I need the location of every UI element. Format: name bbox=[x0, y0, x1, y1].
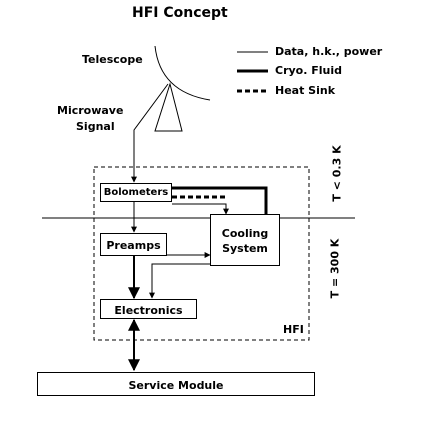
bolometers-label: Bolometers bbox=[103, 187, 169, 198]
feed-horn bbox=[154, 82, 183, 132]
legend-cryo-label: Cryo. Fluid bbox=[275, 64, 342, 77]
microwave-signal-path bbox=[131, 83, 169, 183]
telescope-mirror bbox=[154, 45, 211, 101]
service-module-box: Service Module bbox=[37, 372, 315, 396]
cooling-system-box: Cooling System bbox=[210, 214, 280, 266]
cooling-label-line2: System bbox=[222, 242, 268, 255]
legend-heat-label: Heat Sink bbox=[275, 84, 336, 97]
bolometers-box: Bolometers bbox=[100, 183, 172, 202]
temp-high-label: T = 300 K bbox=[328, 238, 342, 299]
diagram-title: HFI Concept bbox=[132, 5, 228, 21]
preamps-box: Preamps bbox=[100, 233, 167, 256]
telescope-label: Telescope bbox=[82, 53, 143, 66]
cryo-fluid-line bbox=[172, 186, 268, 214]
cooling-to-electronics bbox=[149, 263, 210, 299]
temp-low-label: T < 0.3 K bbox=[330, 145, 344, 202]
cooling-label-line1: Cooling bbox=[221, 227, 269, 240]
microwave-label-line2: Signal bbox=[76, 120, 115, 133]
electronics-label: Electronics bbox=[114, 304, 183, 317]
hfi-label: HFI bbox=[283, 323, 304, 336]
electronics-box: Electronics bbox=[100, 299, 197, 319]
microwave-label-line1: Microwave bbox=[57, 104, 124, 117]
hfi-enclosure bbox=[93, 166, 310, 341]
heat-sink-connector bbox=[172, 203, 229, 215]
service-module-label: Service Module bbox=[128, 379, 224, 392]
preamps-label: Preamps bbox=[106, 239, 161, 252]
legend-data-label: Data, h.k., power bbox=[275, 45, 383, 58]
